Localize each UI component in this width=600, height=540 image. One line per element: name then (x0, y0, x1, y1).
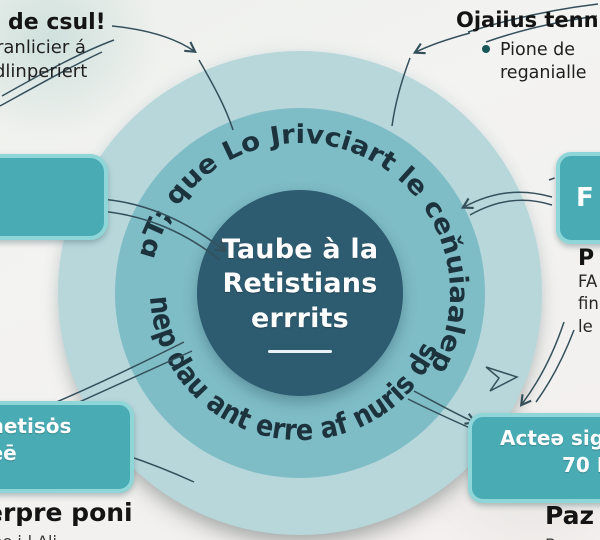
annotation-right-heading: P (578, 246, 595, 271)
box-bottom-right-line2: 70 D (562, 453, 600, 477)
callout-box-bottom-right: Acteə signial 70 D (468, 413, 600, 503)
caption-bottom-left-heading: erpre poni (0, 498, 133, 527)
annotation-top-left-line2: dlinperiert (0, 61, 88, 82)
caption-bottom-right-subline: Be (545, 535, 600, 540)
callout-box-bottom-left: ronetisȯs oreē (0, 401, 134, 493)
annotation-top-right-heading: Ojaiius tenn (456, 8, 599, 32)
center-title-line2: Retistians (222, 268, 378, 300)
callout-box-left (0, 154, 108, 240)
caption-bottom-left: erpre poni the i-l Ali (0, 498, 133, 540)
annotation-top-right-line2: reganialle (500, 62, 587, 83)
annotation-right: P FA fin le (578, 246, 600, 338)
annotation-top-right-bullet-row: Pione de reganialle (456, 39, 600, 85)
bullet-dot-icon (482, 45, 490, 53)
caption-bottom-right-heading: Paz d (545, 501, 600, 530)
box-bottom-left-line1: ronetisȯs (0, 414, 72, 438)
caption-bottom-right: Paz d Be (545, 501, 600, 540)
center-underline (268, 349, 332, 353)
annotation-top-left-line1: ranlicier á (0, 37, 86, 58)
callout-box-right-label: F (576, 183, 594, 213)
center-title-line1: Taube à la (221, 234, 379, 266)
center-title-line3: errrits (251, 302, 349, 334)
annotation-right-line2: fin (578, 294, 599, 314)
annotation-top-right: Ojaiius tenn Pione de reganialle (456, 8, 600, 85)
annotation-right-line1: FA (578, 272, 598, 291)
box-bottom-left-line2: oreē (0, 441, 17, 465)
annotation-top-right-line1: Pione de (500, 40, 576, 60)
annotation-right-line3: le (578, 316, 593, 336)
center-circle: Taube à la Retistians errrits (197, 190, 403, 396)
caption-bottom-left-subline: the i-l Ali (0, 532, 133, 540)
box-bottom-right-line1: Acteə signial (500, 426, 600, 450)
arrow-line (535, 329, 575, 403)
callout-box-right: F (556, 152, 600, 244)
annotation-top-left-heading: de csul! (8, 10, 106, 35)
annotation-top-left: de csul! ranlicier á dlinperiert (0, 10, 106, 82)
